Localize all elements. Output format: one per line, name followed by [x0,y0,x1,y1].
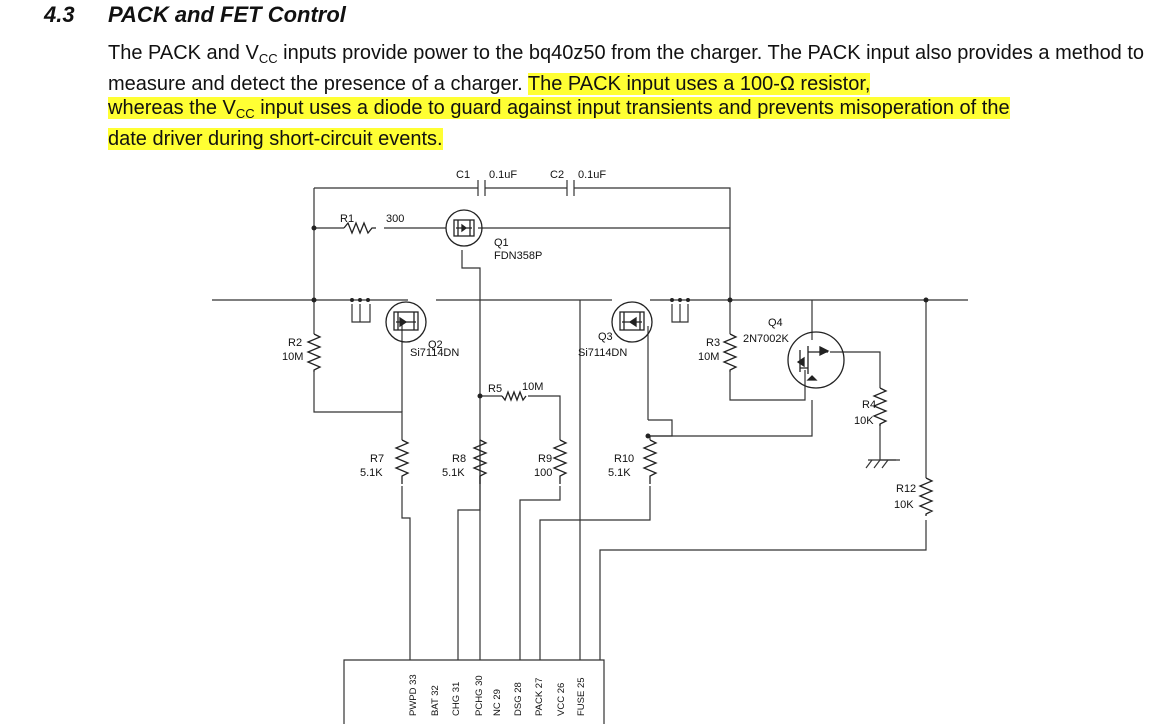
ic-pin-labels: PWPD 33 BAT 32 CHG 31 PCHG 30 NC 29 DSG … [408,674,587,716]
q3-symbol [611,301,653,343]
c1-value: 0.1uF [489,169,517,181]
q1-symbol [445,209,483,247]
pin-label: BAT 32 [430,685,441,716]
r5-value: 10M [522,381,543,393]
highlighted-text: whereas the VCC input uses a diode to gu… [108,97,1010,121]
r8-ref: R8 [452,453,466,465]
pin-label: DSG 28 [513,682,524,716]
r3-symbol [722,333,738,372]
c1-ref: C1 [456,169,470,181]
pin-label: VCC 26 [556,683,567,716]
q4-part: 2N7002K [743,333,790,345]
r9-value: 100 [534,467,552,479]
r1-ref: R1 [340,213,354,225]
q3-ref: Q3 [598,331,613,343]
subscript-cc: CC [235,106,255,121]
r1-symbol [343,221,376,235]
r10-symbol [642,439,658,484]
resistor-symbols [306,221,934,516]
r5-ref: R5 [488,383,502,395]
r7-symbol [394,439,410,484]
r9-ref: R9 [538,453,552,465]
pin-label: FUSE 25 [576,677,587,716]
r2-ref: R2 [288,337,302,349]
r4-value: 10K [854,415,874,427]
q3-part: Si7114DN [578,347,627,359]
r5-symbol [501,390,527,402]
q2-symbol [385,301,427,343]
r2-symbol [306,333,322,372]
pin-label: PACK 27 [534,678,545,716]
text-run: input uses a diode to guard against inpu… [254,97,1010,119]
r3-value: 10M [698,351,719,363]
section-title: PACK and FET Control [108,2,346,27]
r4-ref: R4 [862,399,876,411]
r9-symbol [552,439,568,484]
r4-symbol [872,387,888,426]
pin-label: PCHG 30 [474,675,485,716]
c2-ref: C2 [550,169,564,181]
r2-value: 10M [282,351,303,363]
r12-ref: R12 [896,483,916,495]
pin-label: PWPD 33 [408,674,419,716]
component-labels: C1 0.1uF C2 0.1uF R1 300 Q1 FDN358P R2 1… [282,169,916,511]
r12-value: 10K [894,499,914,511]
q1-ref: Q1 [494,237,509,249]
highlighted-text: The PACK input uses a 100-Ω resistor, [527,72,871,95]
r3-ref: R3 [706,337,720,349]
text-run: inputs provide power to the bq40z50 from… [108,42,1145,95]
body-paragraph: The PACK and VCC inputs provide power to… [108,41,1148,151]
q4-symbol [787,331,845,389]
section-number: 4.3 [44,2,75,27]
junction-dots [311,225,929,439]
r8-symbol [472,439,488,484]
q4-ref: Q4 [768,317,783,329]
q2-part: Si7114DN [410,347,459,359]
pin-label: NC 29 [492,689,503,716]
pin-label: CHG 31 [451,682,462,716]
highlighted-text: date driver during short-circuit events. [108,127,443,150]
r7-value: 5.1K [360,467,383,479]
r1-value: 300 [386,213,404,225]
schematic-wires [212,180,968,724]
r12-symbol [918,477,934,516]
text-run: whereas the V [108,97,236,119]
c2-value: 0.1uF [578,169,606,181]
q1-part: FDN358P [494,250,542,262]
r7-ref: R7 [370,453,384,465]
mosfet-symbols [385,209,845,389]
text-run: The PACK and V [108,42,259,64]
q2-ref: Q2 [428,339,443,351]
r8-value: 5.1K [442,467,465,479]
subscript-cc: CC [258,51,278,66]
r10-ref: R10 [614,453,634,465]
r10-value: 5.1K [608,467,631,479]
